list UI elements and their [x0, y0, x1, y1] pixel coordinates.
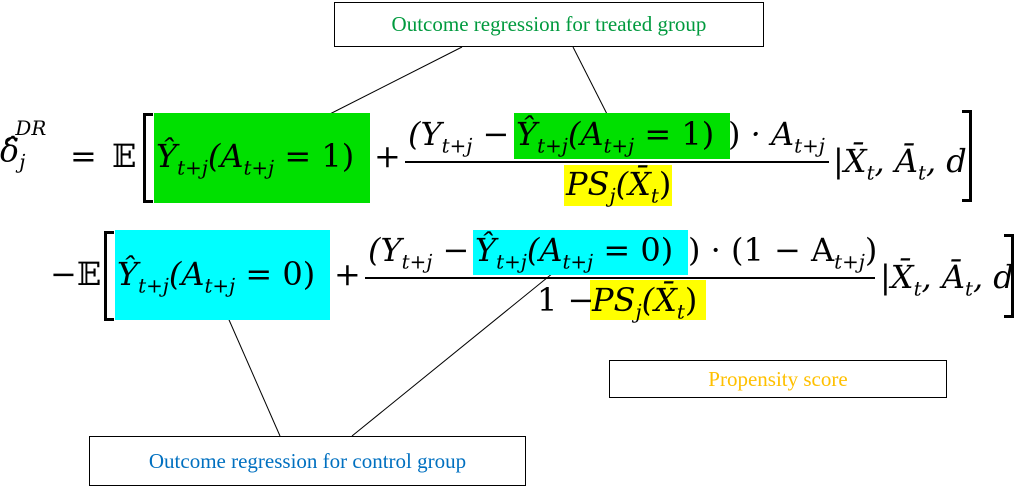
row1-den-arg: (X̄	[615, 165, 651, 203]
propensity-callout-box: Propensity score	[609, 360, 947, 398]
row1-arg-sub: t+j	[243, 156, 275, 180]
row2-num-tail-close: )	[864, 231, 878, 269]
row2-num-arg-sub: t+j	[562, 250, 594, 274]
propensity-callout-label: Propensity score	[708, 366, 848, 391]
control-connector-left	[225, 312, 281, 437]
row2-minus-expectation: −𝔼	[50, 258, 101, 290]
row2-num-tail-sub: t+j	[834, 250, 865, 274]
row1-num-minus: −	[472, 115, 510, 153]
row2-arg-open: (A	[168, 255, 205, 293]
expectation-symbol-row2: 𝔼	[76, 255, 102, 293]
row1-cond-sub1: t	[866, 161, 875, 185]
row2-denominator-prefix: 1 −	[537, 281, 595, 319]
row2-outcome-term: Ŷt+j(At+j = 0)	[117, 255, 316, 296]
lhs-sup: DR	[15, 117, 47, 141]
row1-num-sub: t+j	[441, 134, 473, 158]
row1-num-yhat: Ŷ	[516, 115, 538, 153]
row2-cond-x: |X̄	[880, 258, 914, 296]
row2-numerator-highlighted: Ŷt+j(At+j = 0)	[475, 231, 674, 272]
row1-num-arg-open: (A	[567, 115, 604, 153]
expectation-symbol-row1: 𝔼	[112, 137, 137, 175]
row2-cond-d: , d	[972, 258, 1014, 296]
row1-cond-x: |X̄	[833, 142, 867, 180]
row1-numerator-tail: ) · At+j	[728, 115, 825, 158]
row1-outcome-term: Ŷt+j(At+j = 1)	[156, 137, 355, 178]
row2-den-close: )	[684, 281, 698, 319]
control-highlight-row2-numerator	[473, 230, 688, 275]
row2-denominator: PSj(X̄t)	[592, 281, 698, 322]
row2-num-open: (Y	[368, 231, 402, 269]
control-connector-right	[351, 272, 554, 437]
row2-cond-sub1: t	[913, 277, 922, 301]
treated-connector-right	[572, 46, 609, 117]
row2-conditioning: |X̄t, Āt, d	[880, 258, 1014, 299]
lhs-delta-hat: δ̂j DR	[0, 119, 56, 172]
lhs-delta-symbol: δ̂	[0, 131, 20, 169]
row2-numerator: (Yt+j −	[368, 231, 470, 272]
row2-arg-val: = 0)	[235, 255, 316, 293]
treated-highlight-row1-numerator	[514, 113, 730, 159]
row2-numerator-tail: ) · (1 − At+j)	[688, 231, 878, 274]
row1-num-yhat-sub: t+j	[537, 134, 568, 158]
row2-num-arg-val: = 0)	[593, 231, 674, 269]
row2-num-tail: · (1 − A	[700, 231, 835, 269]
row1-num-tail: · A	[740, 115, 795, 153]
row1-left-bracket	[143, 113, 153, 203]
treated-callout-label: Outcome regression for treated group	[391, 12, 707, 36]
control-highlight-row2-left	[115, 230, 330, 320]
treated-highlight-row1-left	[154, 113, 370, 203]
row1-den-ps: PS	[566, 165, 610, 203]
row1-cond-sub2: t	[917, 161, 926, 185]
row1-cond-a: , Ā	[874, 142, 918, 180]
row1-num-arg-val: = 1)	[634, 115, 715, 153]
row2-num-yhat-sub: t+j	[496, 250, 527, 274]
row1-num-open: (Y	[408, 115, 442, 153]
row1-cond-d: , d	[925, 142, 967, 180]
row1-numerator: (Yt+j −	[408, 115, 510, 156]
propensity-highlight-row1-denominator	[564, 165, 672, 206]
row1-denominator: PSj(X̄t)	[566, 165, 672, 206]
row2-num-minus: −	[432, 231, 470, 269]
row2-den-sub: j	[635, 300, 642, 324]
row2-den-arg: (X̄	[641, 281, 677, 319]
row2-yhat-sub: t+j	[138, 274, 169, 298]
row2-minus: −	[50, 255, 77, 293]
row1-numerator-highlighted: Ŷt+j(At+j = 1)	[516, 115, 715, 156]
control-callout-box: Outcome regression for control group	[89, 436, 526, 486]
row1-den-arg-sub: t	[650, 184, 659, 208]
row1-conditioning: |X̄t, Āt, d	[833, 142, 967, 183]
lhs-sub: j	[19, 150, 26, 174]
row1-num-arg-sub: t+j	[603, 134, 635, 158]
row2-cond-a: , Ā	[921, 258, 965, 296]
row1-yhat-sub: t+j	[177, 156, 208, 180]
row1-right-bracket	[962, 110, 972, 202]
row1-plus: +	[374, 137, 401, 175]
row2-num-yhat: Ŷ	[475, 231, 497, 269]
row1-yhat: Ŷ	[156, 137, 178, 175]
treated-callout-box: Outcome regression for treated group	[334, 2, 764, 47]
lhs-equals: =	[70, 137, 97, 175]
row1-fraction-bar	[405, 161, 829, 163]
row1-den-sub: j	[609, 184, 616, 208]
propensity-highlight-row2-denominator	[590, 280, 706, 320]
row1-num-tail-sub: t+j	[794, 134, 825, 158]
row2-arg-sub: t+j	[204, 274, 236, 298]
row2-cond-sub2: t	[964, 277, 973, 301]
row2-plus: +	[334, 255, 361, 293]
row1-den-close: )	[658, 165, 672, 203]
row2-num-arg-open: (A	[526, 231, 563, 269]
row2-yhat: Ŷ	[117, 255, 139, 293]
row2-num-sub: t+j	[401, 250, 433, 274]
control-callout-label: Outcome regression for control group	[148, 448, 467, 473]
row1-arg-val: = 1)	[274, 137, 355, 175]
row1-arg-open: (A	[207, 137, 244, 175]
row2-left-bracket	[104, 231, 114, 321]
row2-fraction-bar	[365, 277, 875, 279]
treated-connector-left	[317, 46, 463, 121]
row2-den-ps: PS	[592, 281, 636, 319]
row2-den-arg-sub: t	[676, 300, 685, 324]
row2-right-bracket	[1004, 234, 1014, 318]
